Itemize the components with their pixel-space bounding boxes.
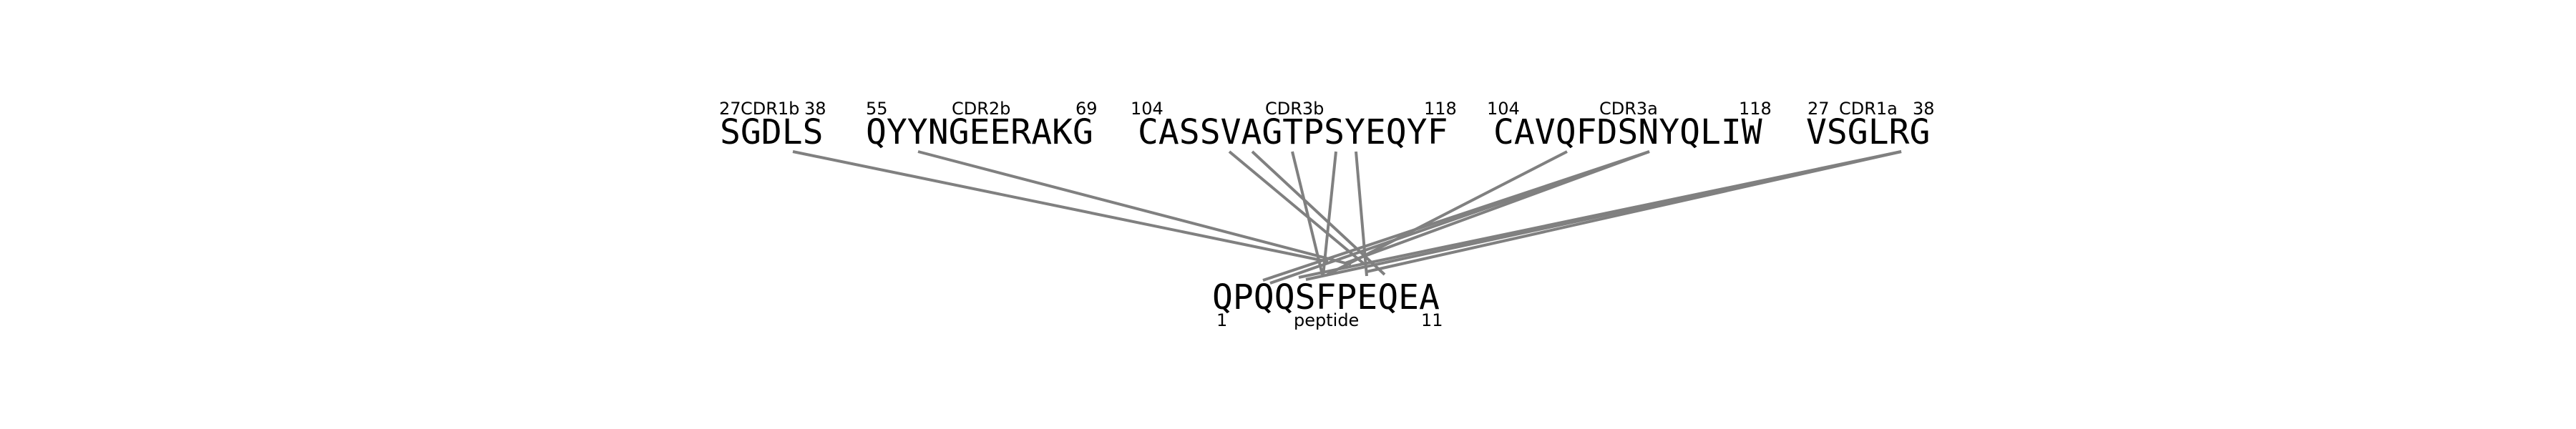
segment-cdr3b: 104 CDR3b 118 CASSVAGTPSYEQYF <box>1131 99 1457 152</box>
peptide-label: peptide <box>1294 310 1359 330</box>
segment-start-index: 104 <box>1487 99 1520 119</box>
segment-end-index: 38 <box>1913 99 1935 119</box>
segment-start-index: 55 <box>866 99 888 119</box>
segment-end-index: 118 <box>1739 99 1772 119</box>
segment-cdr2b: 55 CDR2b 69 QYYNGEERAKG <box>866 99 1098 152</box>
peptide: QPQQSFPEQEA 1 peptide 11 <box>1212 277 1443 330</box>
segment-end-index: 118 <box>1424 99 1457 119</box>
segment-sequence: QYYNGEERAKG <box>866 112 1093 152</box>
contact-line <box>792 150 1329 263</box>
segment-end-index: 38 <box>804 99 826 119</box>
segment-label: CDR3b <box>1265 99 1324 119</box>
segment-cdr3a: 104 CDR3a 118 CAVQFDSNYQLIW <box>1487 99 1772 152</box>
segment-sequence: VSGLRG <box>1806 112 1930 152</box>
segment-sequence: CASSVAGTPSYEQYF <box>1138 112 1448 152</box>
segment-sequence: CAVQFDSNYQLIW <box>1493 112 1762 152</box>
contact-line <box>1345 150 1650 265</box>
segment-end-index: 69 <box>1075 99 1098 119</box>
segment-start-index: 104 <box>1131 99 1163 119</box>
segment-label: CDR1a <box>1839 99 1898 119</box>
contact-line <box>1366 150 1902 273</box>
segment-cdr1a: 27 CDR1a 38 VSGLRG <box>1806 99 1935 152</box>
segment-cdr1b: 27 CDR1b 38 SGDLS <box>719 99 826 152</box>
contact-lines <box>792 150 1902 285</box>
contact-line <box>1251 150 1386 276</box>
segment-label: CDR2b <box>952 99 1010 119</box>
segment-label: CDR3a <box>1599 99 1658 119</box>
peptide-start-index: 1 <box>1216 310 1227 330</box>
contact-line <box>917 150 1352 266</box>
segment-start-index: 27 <box>1807 99 1830 119</box>
contact-line <box>1291 151 1324 275</box>
segment-sequence: SGDLS <box>720 112 824 152</box>
contact-line <box>1228 150 1365 265</box>
segment-label: CDR1b <box>741 99 799 119</box>
contact-line <box>1322 151 1337 277</box>
peptide-sequence: QPQQSFPEQEA <box>1212 277 1440 317</box>
segment-start-index: 27 <box>719 99 741 119</box>
peptide-end-index: 11 <box>1421 310 1443 330</box>
